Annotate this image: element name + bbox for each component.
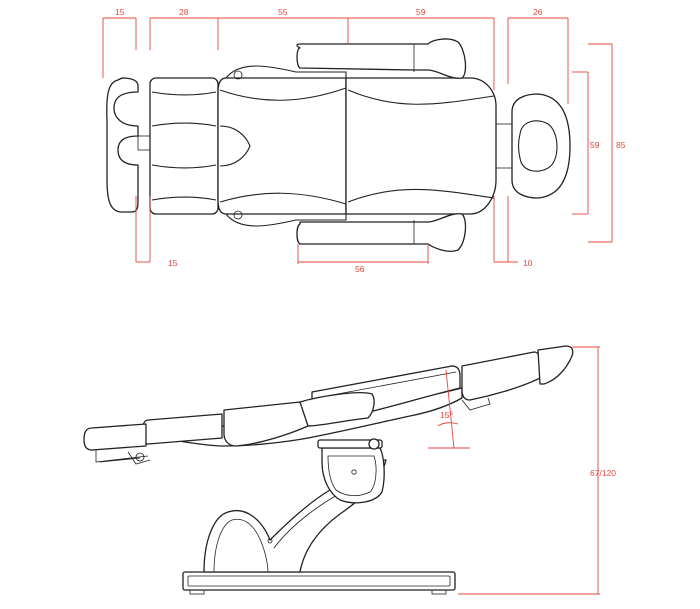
lift-column-edge — [213, 518, 269, 573]
dim-15-bottom: 15 — [135, 196, 178, 268]
column-screw — [267, 538, 273, 544]
leg-section — [149, 77, 219, 215]
seat-seam-top — [219, 87, 347, 101]
seat-section — [217, 77, 347, 215]
leg-seam-bottom — [151, 196, 217, 201]
top-view: 15 28 55 59 26 85 — [102, 7, 626, 274]
back-waist-top — [225, 65, 347, 79]
head-rest — [511, 93, 571, 199]
head-connector — [495, 123, 513, 169]
foot-end-cushion — [106, 77, 139, 213]
dim-59-side-label: 59 — [590, 140, 600, 150]
seat-bolt-top — [233, 70, 243, 80]
dim-height: 67/120 — [458, 346, 616, 595]
back-section — [345, 77, 497, 215]
armrest-top — [296, 38, 467, 79]
leg-seam-top — [151, 91, 217, 96]
dim-85: 85 — [588, 43, 626, 243]
dim-59-top: 59 — [348, 7, 495, 90]
base-plate — [182, 571, 456, 591]
dim-15-bottom-label: 15 — [168, 258, 178, 268]
side-waist — [299, 392, 375, 427]
armrest-bottom — [296, 213, 467, 252]
head-rest-face-hole — [517, 120, 558, 172]
side-foot-rest — [83, 423, 147, 451]
seat-seam-bottom — [219, 192, 347, 205]
dim-10-label: 10 — [523, 258, 533, 268]
housing-screw — [351, 469, 357, 475]
dim-15-top: 15 — [102, 7, 137, 78]
foot-end-connector — [137, 135, 151, 151]
upper-housing-inner — [327, 455, 377, 496]
dim-26: 26 — [507, 7, 569, 104]
base-foot-right — [431, 589, 447, 595]
side-leg-rest — [141, 413, 223, 445]
dim-28: 28 — [149, 7, 219, 50]
dim-56: 56 — [297, 244, 429, 274]
side-head-rest — [537, 345, 574, 385]
back-seam-top — [347, 89, 495, 105]
foot-rest-bracket — [95, 450, 151, 465]
dim-55: 55 — [218, 7, 349, 44]
side-head-section — [461, 351, 541, 401]
dim-59-top-label: 59 — [416, 7, 426, 17]
base-foot-left — [189, 589, 205, 595]
base-plate-inner — [187, 575, 451, 587]
seat-front-curve — [219, 125, 251, 167]
seat-bolt-bottom — [233, 210, 243, 220]
leg-seam-mid1 — [151, 122, 217, 127]
dim-85-label: 85 — [616, 140, 626, 150]
dim-26-label: 26 — [533, 7, 543, 17]
dim-height-label: 67/120 — [590, 468, 616, 478]
upper-housing — [321, 447, 385, 504]
dim-56-label: 56 — [355, 264, 365, 274]
dim-28-label: 28 — [179, 7, 189, 17]
pivot-knob — [368, 438, 380, 450]
side-view: 15º 67/120 — [83, 345, 616, 595]
dim-angle: 15º — [428, 369, 470, 449]
foot-bracket-wheel — [135, 452, 145, 462]
back-seam-bottom — [347, 188, 495, 203]
dim-angle-label: 15º — [440, 410, 453, 420]
pivot-bracket — [317, 439, 383, 449]
back-waist-bottom — [225, 213, 347, 227]
dim-59-side: 59 — [572, 71, 600, 215]
leg-seam-mid2 — [151, 164, 217, 169]
side-head-bracket — [461, 397, 491, 411]
dim-55-label: 55 — [278, 7, 288, 17]
dim-15-top-label: 15 — [115, 7, 125, 17]
dim-10: 10 — [493, 196, 533, 268]
